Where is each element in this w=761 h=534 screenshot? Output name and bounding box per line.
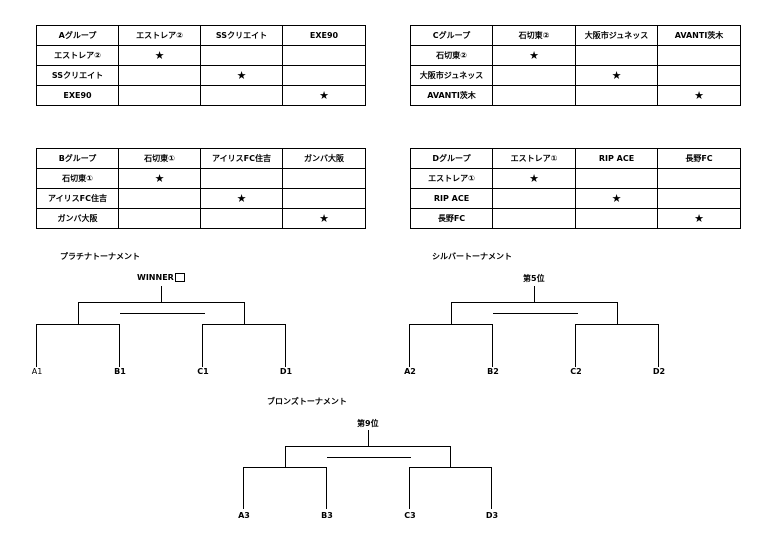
platinum-title: プラチナトーナメント — [60, 252, 140, 261]
slot-b2: B2 — [487, 367, 499, 376]
silver-winner: 第5位 — [523, 274, 545, 283]
slot-c1: C1 — [197, 367, 209, 376]
group-a-table: Aグループ エストレア② SSクリエイト EXE90 エストレア② ★ SSクリ… — [36, 25, 366, 106]
slot-d1: D1 — [279, 367, 293, 376]
silver-bracket — [409, 286, 659, 367]
slot-c3: C3 — [404, 511, 416, 520]
group-d-table: Dグループ エストレア① RIP ACE 長野FC エストレア① ★ RIP A… — [410, 148, 741, 229]
platinum-winner: WINNER — [137, 273, 185, 282]
slot-a1: A1 — [31, 367, 43, 376]
row-team: 長野FC — [410, 208, 493, 229]
group-b-table: Bグループ 石切東① アイリスFC住吉 ガンバ大阪 石切東① ★ アイリスFC住… — [36, 148, 366, 229]
bronze-winner: 第9位 — [357, 419, 379, 428]
slot-c2: C2 — [570, 367, 582, 376]
slot-b3: B3 — [321, 511, 333, 520]
star-mark: ★ — [282, 208, 366, 229]
silver-title: シルバートーナメント — [432, 252, 512, 261]
trophy-icon — [174, 273, 185, 282]
bronze-bracket — [243, 430, 492, 509]
star-mark: ★ — [657, 85, 741, 106]
slot-b1: B1 — [114, 367, 126, 376]
slot-d2: D2 — [652, 367, 666, 376]
star-mark: ★ — [282, 85, 366, 106]
bronze-title: ブロンズトーナメント — [267, 397, 347, 406]
star-mark: ★ — [657, 208, 741, 229]
slot-a2: A2 — [404, 367, 416, 376]
slot-d3: D3 — [485, 511, 499, 520]
slot-a3: A3 — [238, 511, 250, 520]
platinum-bracket — [36, 286, 286, 367]
winner-label: WINNER — [137, 273, 174, 282]
group-c-table: Cグループ 石切東② 大阪市ジュネッス AVANTI茨木 石切東② ★ 大阪市ジ… — [410, 25, 741, 106]
